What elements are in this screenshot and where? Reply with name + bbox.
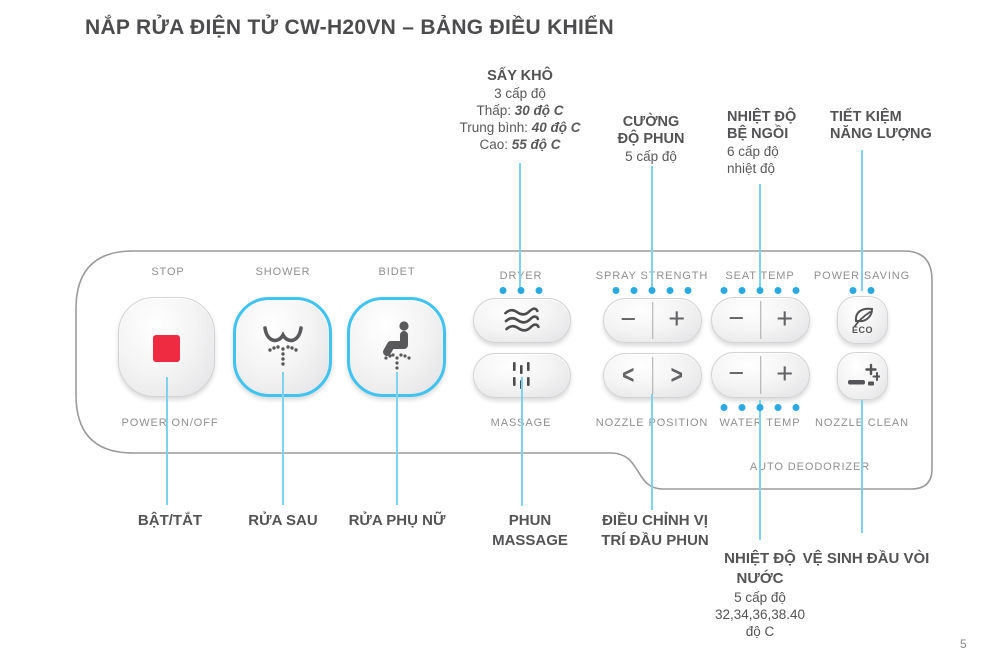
annotation-dryer-subtitle: 3 cấp độ (494, 86, 546, 101)
annotation-water-subtitle3: độ C (745, 624, 775, 639)
page-title: NẮP RỬA ĐIỆN TỬ CW-H20VN – BẢNG ĐIỀU KHI… (85, 16, 614, 39)
annotation-seat-subtitle1: 6 cấp độ (727, 144, 779, 159)
nozzle-clean-icon (847, 363, 880, 386)
auto-deodorizer-label: AUTO DEODORIZER (749, 461, 871, 473)
leader-line-spray-strength (651, 166, 653, 291)
annotation-dryer-title: SẤY KHÔ (487, 68, 553, 84)
annotation-spray-strength: CƯỜNG ĐỘ PHUN 5 cấp độ (618, 114, 685, 165)
annotation-massage-line2: MASSAGE (492, 532, 568, 549)
annotation-nozzle-line1: ĐIỀU CHỈNH VỊ (602, 512, 708, 529)
seat-temp-plus-button[interactable]: + (776, 302, 794, 335)
annotation-water-subtitle2: 32,34,36,38.40 (714, 607, 806, 622)
annotation-water-temp: NHIỆT ĐỘ NƯỚC 5 cấp độ 32,34,36,38.40 độ… (715, 549, 805, 640)
annotation-rear-wash: RỬA SAU (248, 512, 318, 529)
annotation-massage-spray: PHUN MASSAGE (492, 511, 568, 551)
bidet-label: BIDET (378, 266, 416, 278)
nozzle-position-back-button[interactable]: < (622, 360, 635, 390)
annotation-dryer-level-mid: Trung bình: 40 độ C (459, 119, 580, 136)
shower-spray-icon (262, 326, 303, 366)
annotation-seat-title1: NHIỆT ĐỘ (727, 109, 797, 125)
annotation-seat-temp: NHIỆT ĐỘ BỆ NGỒI 6 cấp độ nhiệt độ (727, 109, 796, 177)
annotation-nozzle-line2: TRÍ ĐẦU PHUN (601, 532, 709, 549)
annotation-power-onoff: BẬT/TẮT (137, 512, 203, 529)
leader-line-massage (521, 377, 523, 506)
leader-line-nozzle-clean (861, 400, 863, 533)
annotation-power-title1: TIẾT KIỆM (830, 109, 902, 125)
dryer-level-dots (499, 287, 543, 294)
annotation-massage-line1: PHUN (508, 512, 552, 529)
level-value: 40 độ C (531, 120, 581, 135)
shower-label: SHOWER (255, 266, 311, 278)
annotation-nozzle-position: ĐIỀU CHỈNH VỊ TRÍ ĐẦU PHUN (601, 511, 709, 551)
nozzle-position-forward-button[interactable]: > (670, 360, 683, 390)
power-onoff-label: POWER ON/OFF (121, 417, 219, 429)
nozzle-clean-button[interactable] (837, 352, 888, 400)
eco-text: ECO (851, 324, 873, 335)
annotation-spray-title1: CƯỜNG (622, 114, 680, 130)
annotation-power-title2: NĂNG LƯỢNG (830, 126, 932, 142)
pill-divider (651, 302, 654, 339)
annotation-water-subtitle1: 5 cấp độ (734, 590, 786, 605)
dryer-button[interactable] (473, 298, 571, 343)
annotation-seat-title2: BỆ NGỒI (727, 126, 789, 142)
leader-line-power-saving (861, 150, 863, 291)
annotation-water-title1: NHIỆT ĐỘ (724, 550, 796, 567)
seat-temp-button[interactable]: − + (711, 297, 810, 343)
bidet-spray-icon (382, 321, 411, 370)
stop-label: STOP (151, 266, 185, 278)
dryer-label: DRYER (499, 270, 543, 282)
leader-line-bidet (396, 372, 398, 505)
level-label: Trung bình: (459, 120, 529, 135)
pill-divider (759, 356, 762, 394)
nozzle-position-button[interactable]: < > (603, 353, 702, 398)
dryer-waves-icon (504, 306, 540, 332)
level-label: Thấp: (476, 103, 511, 118)
annotation-spray-subtitle: 5 cấp độ (625, 149, 677, 164)
power-saving-button[interactable]: ECO (837, 296, 888, 344)
annotation-water-title2: NƯỚC (736, 570, 784, 587)
page-number: 5 (960, 637, 967, 651)
water-temp-plus-button[interactable]: + (776, 357, 794, 390)
water-temp-button[interactable]: − + (711, 352, 810, 398)
leader-line-nozzle-position (651, 394, 653, 510)
annotation-dryer-level-high: Cao: 55 độ C (459, 136, 580, 153)
spray-strength-minus-button[interactable]: − (620, 303, 637, 334)
annotation-spray-title2: ĐỘ PHUN (617, 131, 685, 147)
leader-line-seat-temp (759, 184, 761, 291)
annotation-dryer: SẤY KHÔ 3 cấp độ Thấp: 30 độ C Trung bìn… (459, 68, 580, 153)
annotation-feminine-wash: RỬA PHỤ NỮ (348, 512, 446, 529)
leader-line-water-temp (759, 400, 761, 540)
level-label: Cao: (479, 137, 508, 152)
seat-temp-minus-button[interactable]: − (728, 303, 745, 333)
water-temp-minus-button[interactable]: − (728, 358, 745, 388)
seat-temp-level-dots (720, 287, 800, 294)
annotation-nozzle-clean: VỆ SINH ĐẦU VÒI (802, 550, 930, 567)
leader-line-stop (166, 377, 168, 505)
spray-strength-button[interactable]: − + (603, 298, 702, 343)
leader-line-shower (282, 372, 284, 505)
spray-strength-level-dots (612, 287, 692, 294)
water-temp-level-dots (720, 404, 800, 411)
pill-divider (759, 301, 762, 339)
annotation-dryer-level-low: Thấp: 30 độ C (459, 102, 580, 119)
leader-line-dryer (519, 163, 521, 291)
power-saving-level-dots (849, 287, 875, 294)
eco-leaf-icon (853, 307, 873, 327)
pill-divider (651, 357, 654, 394)
annotation-power-saving: TIẾT KIỆM NĂNG LƯỢNG (830, 109, 932, 143)
stop-square-icon (153, 334, 180, 362)
annotation-seat-subtitle2: nhiệt độ (727, 161, 776, 176)
level-value: 55 độ C (511, 137, 561, 152)
level-value: 30 độ C (514, 103, 564, 118)
massage-label: MASSAGE (491, 417, 552, 429)
spray-strength-plus-button[interactable]: + (668, 303, 686, 335)
